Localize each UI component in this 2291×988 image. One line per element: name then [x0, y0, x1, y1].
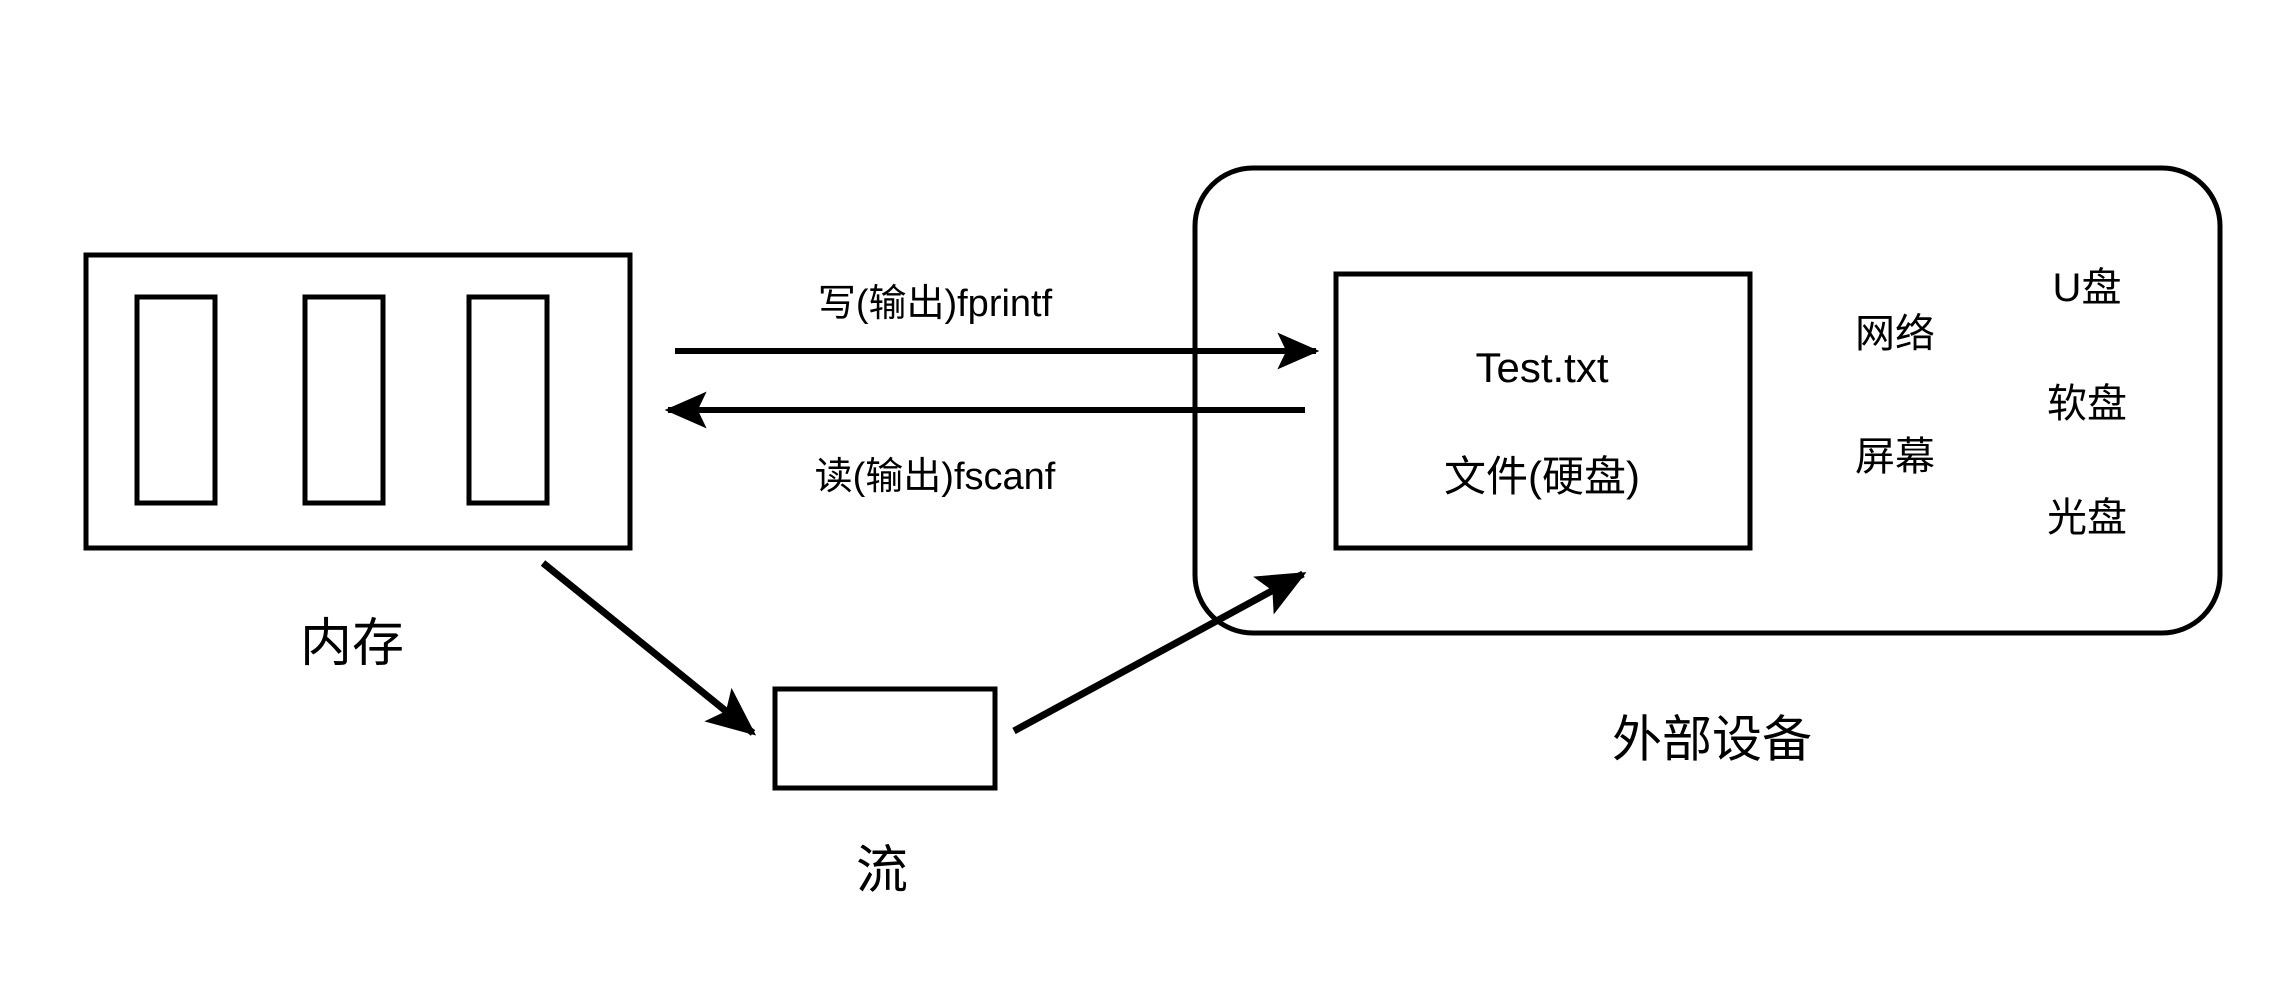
memory-to-stream-arrow [540, 560, 757, 736]
read-arrow-label: 读(输出)fscanf [814, 456, 1056, 499]
external-device-usb-drive: U盘 [2052, 266, 2122, 310]
memory-box [83, 252, 633, 551]
file-name-label: Test.txt [1475, 343, 1609, 391]
external-device-floppy-disk: 软盘 [2047, 382, 2127, 426]
stream-to-external-arrow [1012, 570, 1307, 735]
external-device-optical-disc: 光盘 [2047, 496, 2127, 540]
external-devices-caption: 外部设备 [1612, 711, 1812, 768]
memory-caption: 内存 [299, 615, 405, 674]
write-arrow-label: 写(输出)fprintf [817, 283, 1053, 326]
memory-cell [134, 294, 218, 506]
external-devices-container [1192, 165, 2223, 636]
external-device-screen: 屏幕 [1855, 435, 1935, 479]
file-box [1333, 271, 1753, 551]
memory-cell [466, 294, 550, 506]
stream-box [772, 686, 998, 791]
external-device-network: 网络 [1855, 312, 1935, 356]
file-subtitle-label: 文件(硬盘) [1444, 452, 1640, 500]
memory-cell [302, 294, 386, 506]
stream-caption: 流 [855, 842, 909, 901]
